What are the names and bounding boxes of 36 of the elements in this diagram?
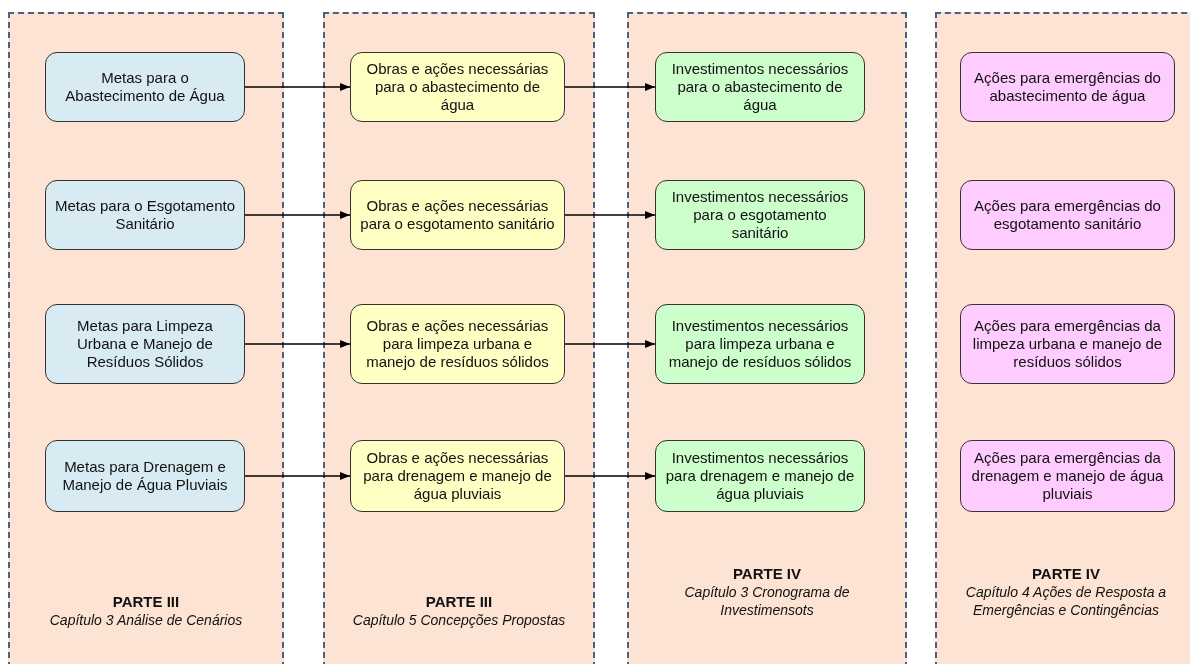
arrow (564, 471, 656, 481)
chapter-title: Capítulo 3 Cronograma de Investimensots (683, 583, 851, 619)
chapter-panel (8, 12, 284, 664)
chapter-title: Capítulo 5 Concepções Propostas (351, 611, 567, 629)
process-box: Metas para o Abastecimento de Água (45, 52, 245, 122)
part-heading: PARTE IV (1030, 564, 1102, 583)
chapter-panel (627, 12, 907, 664)
arrow (564, 339, 656, 349)
process-box: Metas para o Esgotamento Sanitário (45, 180, 245, 250)
chapter-panel (935, 12, 1190, 664)
arrow (564, 82, 656, 92)
chapter-title: Capítulo 3 Análise de Cenários (48, 611, 244, 629)
arrow (564, 210, 656, 220)
process-box: Ações para emergências do abastecimento de água (960, 52, 1175, 122)
process-box: Ações para emergências do esgotamento sanitário (960, 180, 1175, 250)
process-box: Obras e ações necessárias para limpeza urbana e manejo de resíduos sólidos (350, 304, 565, 384)
process-box: Metas para Limpeza Urbana e Manejo de Resíduos Sólidos (45, 304, 245, 384)
part-heading: PARTE III (111, 592, 181, 611)
part-heading: PARTE IV (731, 564, 803, 583)
process-box: Metas para Drenagem e Manejo de Água Pluviais (45, 440, 245, 512)
part-heading: PARTE III (424, 592, 494, 611)
process-box: Obras e ações necessárias para drenagem e manejo de água pluviais (350, 440, 565, 512)
arrow (244, 471, 351, 481)
process-box: Obras e ações necessárias para o abastecimento de água (350, 52, 565, 122)
arrow (244, 210, 351, 220)
arrow (244, 82, 351, 92)
process-box: Ações para emergências da limpeza urbana e manejo de resíduos sólidos (960, 304, 1175, 384)
arrow (244, 339, 351, 349)
process-box: Ações para emergências da drenagem e manejo de água pluviais (960, 440, 1175, 512)
process-box: Investimentos necessários para drenagem e manejo de água pluviais (655, 440, 865, 512)
process-box: Investimentos necessários para limpeza urbana e manejo de resíduos sólidos (655, 304, 865, 384)
process-box: Obras e ações necessárias para o esgotamento sanitário (350, 180, 565, 250)
process-box: Investimentos necessários para o esgotamento sanitário (655, 180, 865, 250)
process-box: Investimentos necessários para o abastecimento de água (655, 52, 865, 122)
chapter-panel (323, 12, 595, 664)
chapter-title: Capítulo 4 Ações de Resposta a Emergências e Contingências (964, 583, 1168, 619)
